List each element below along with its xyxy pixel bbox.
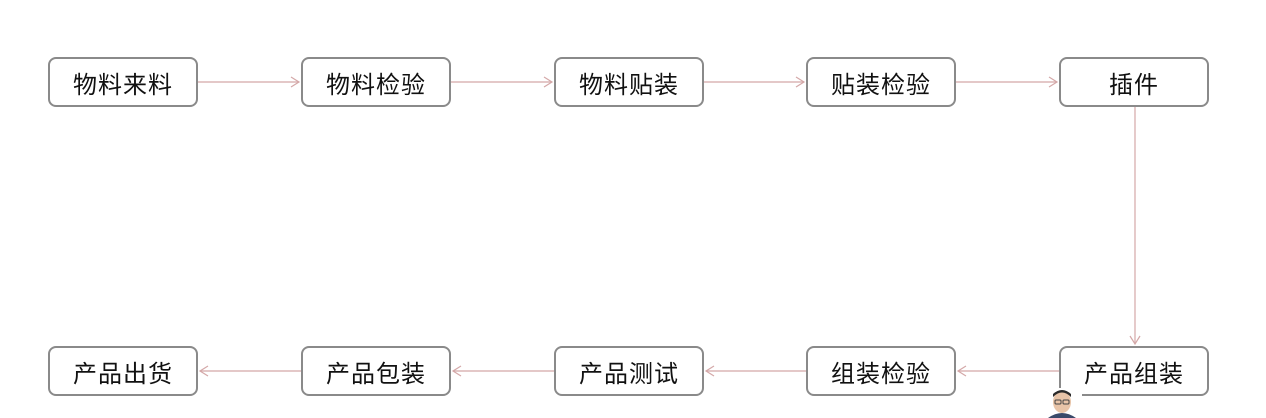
- edge-n6-n7: [956, 365, 1059, 377]
- node-product-testing: 产品测试: [554, 346, 704, 396]
- edge-n7-n8: [704, 365, 806, 377]
- node-insertion: 插件: [1059, 57, 1209, 107]
- node-product-assembly: 产品组装: [1059, 346, 1209, 396]
- edge-n3-n4: [704, 76, 806, 88]
- edge-n1-n2: [198, 76, 301, 88]
- edge-n9-n10: [198, 365, 301, 377]
- node-product-shipment: 产品出货: [48, 346, 198, 396]
- edge-n4-n5: [956, 76, 1059, 88]
- node-assembly-inspection: 组装检验: [806, 346, 956, 396]
- node-material-mounting: 物料贴装: [554, 57, 704, 107]
- node-product-packaging: 产品包装: [301, 346, 451, 396]
- node-material-inspection: 物料检验: [301, 57, 451, 107]
- node-material-incoming: 物料来料: [48, 57, 198, 107]
- edge-n8-n9: [451, 365, 554, 377]
- node-mounting-inspection: 贴装检验: [806, 57, 956, 107]
- edge-n2-n3: [451, 76, 554, 88]
- edge-n5-n6: [1129, 107, 1141, 346]
- presenter-avatar: [1042, 388, 1082, 418]
